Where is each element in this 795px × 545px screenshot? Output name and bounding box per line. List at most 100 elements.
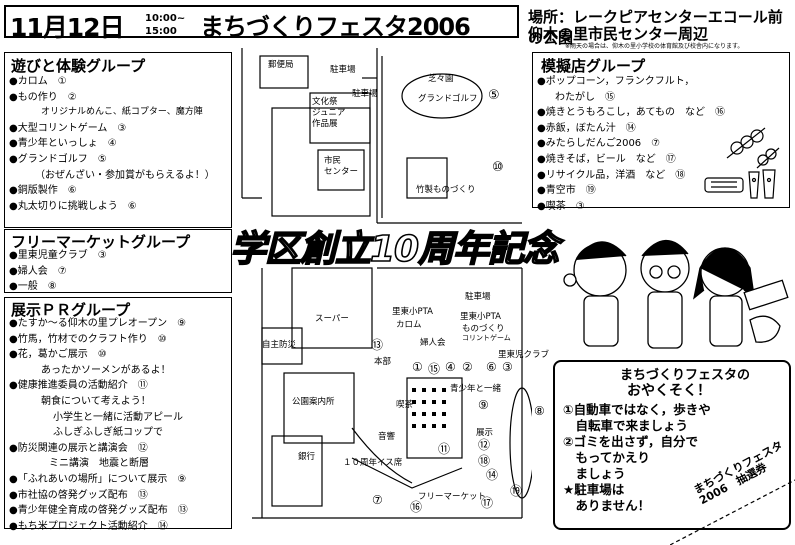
- list-item: ●青少年といっしょ ④: [9, 138, 117, 150]
- play-group-list: ●カロム ① ●もの作り ② オリジナルめんこ、紙コプター、魔方陣 ●大型コリン…: [9, 74, 215, 214]
- map-num-1: ①: [412, 360, 423, 374]
- map-bunkasai-1: 文化祭: [312, 97, 338, 107]
- notice-line: ましょう: [563, 466, 626, 481]
- map-fujinkai: 婦人会: [420, 338, 446, 348]
- list-item: ●里東児童クラブ ③: [9, 250, 107, 261]
- notice-title-1: まちづくりフェスタの: [620, 368, 751, 383]
- kids-illustration: [563, 239, 789, 349]
- rain-note: ※雨天の場合は、仰木の里小学校の体育館及び校舎内になります。: [565, 43, 744, 50]
- notice-line: 自転車で来ましょう: [563, 418, 689, 433]
- food-illustration: [704, 127, 780, 199]
- list-item: ●市社協の啓発グッズ配布 ⑬: [9, 489, 148, 501]
- map-num-8: ⑧: [534, 404, 545, 418]
- event-date: 11月12日: [10, 13, 125, 42]
- header-box: [4, 5, 519, 38]
- map-shimin-center: 市民 センター: [324, 156, 358, 178]
- list-item: ●たすか～る仰木の里プレオープン ⑨: [9, 318, 187, 329]
- flea-group-title: フリーマーケットグループ: [11, 233, 191, 251]
- map-num-13: ⑬: [371, 338, 384, 352]
- stall-group-title: 模擬店グループ: [541, 57, 646, 75]
- map-pta2-korin: コリントゲーム: [462, 334, 511, 342]
- play-group-title: 遊びと体験グループ: [11, 57, 146, 75]
- list-item: ●カロム ①: [9, 76, 67, 87]
- stall-group-box: 模擬店グループ ●ポップコーン，フランクフルト， わたがし ⑮ ●焼きとうもろこ…: [532, 52, 790, 212]
- venue-line-1: 場所：レークピアセンターエコール前の公園: [528, 8, 783, 47]
- list-item: ●グランドゴルフ ⑤: [9, 153, 107, 165]
- map-bank: 銀行: [298, 452, 316, 462]
- list-item: ●もの作り ②: [9, 91, 77, 103]
- map-parking-lower: 駐車場: [465, 292, 491, 302]
- event-time: 10:00~ 15:00: [145, 12, 185, 38]
- map-monozukuri: 竹製ものづくり: [416, 185, 476, 195]
- list-item: ●防災関連の展示と講演会 ⑫: [9, 442, 148, 454]
- time-end: 15:00: [145, 26, 177, 37]
- map-parking-top: 駐車場: [330, 65, 356, 75]
- map-honbu: 本部: [374, 357, 392, 367]
- list-item: ●ポップコーン，フランクフルト，: [537, 76, 695, 87]
- exhibit-group-list: ●たすか～る仰木の里プレオープン ⑨ ●竹馬，竹材でのクラフト作り ⑩ ●花，葛…: [9, 316, 188, 534]
- map-num-17: ⑰: [481, 496, 494, 510]
- notice-line: ②ゴミを出さず，自分で: [563, 434, 698, 449]
- list-item: ミニ講演 地震と断層: [49, 458, 149, 470]
- map-num-15: ⑮: [428, 362, 441, 376]
- map-bunkasai: 文化祭 ジュニア 作品展: [312, 97, 345, 130]
- map-num-12: ⑫: [478, 438, 491, 452]
- list-item: ●リサイクル品，洋酒 など ⑱: [537, 169, 686, 181]
- list-item: ●一般 ⑧: [9, 281, 57, 293]
- stall-group-list: ●ポップコーン，フランクフルト， わたがし ⑮ ●焼きとうもろこし，あてもの な…: [537, 74, 725, 214]
- map-shokudo: 喫茶: [396, 400, 414, 410]
- play-group-box: 遊びと体験グループ ●カロム ① ●もの作り ② オリジナルめんこ、紙コプター、…: [4, 52, 232, 228]
- map-tenji: 展示: [476, 428, 494, 438]
- rules-notice: まちづくりフェスタの おやくそく！ ①自動車ではなく，歩きや 自転車で来ましょう…: [553, 360, 791, 530]
- map-shimin-1: 市民: [324, 156, 342, 166]
- map-num-7: ⑦: [372, 493, 383, 507]
- list-item: ●「ふれあいの場所」について展示 ⑨: [9, 473, 187, 485]
- ticket-corner: [670, 479, 795, 545]
- map-num-18: ⑱: [478, 454, 491, 468]
- map-pta2-mono: ものづくり: [462, 324, 505, 334]
- notice-line: ありません！: [563, 498, 651, 513]
- list-item: ●もち米プロジェクト活動紹介 ⑭: [9, 520, 168, 532]
- map-num-11: ⑪: [438, 442, 451, 456]
- list-item: ●焼きそば，ビール など ⑰: [537, 153, 676, 165]
- exhibit-group-box: 展示ＰＲグループ ●たすか～る仰木の里プレオープン ⑨ ●竹馬，竹材でのクラフト…: [4, 297, 232, 532]
- list-item: ●大型コリントゲーム ③: [9, 122, 127, 134]
- venue-map: [241, 48, 532, 519]
- map-bunkasai-3: 作品展: [312, 119, 338, 129]
- list-item: わたがし ⑮: [555, 91, 615, 103]
- list-item: あったかソーメンがあるよ！: [41, 364, 171, 376]
- map-pta1: 里東小PTA: [392, 307, 433, 317]
- notice-body: ①自動車ではなく，歩きや 自転車で来ましょう ②ゴミを出さず，自分で もってかえ…: [563, 402, 711, 514]
- map-ongaku: 音響: [378, 432, 396, 442]
- list-item: ●竹馬，竹材でのクラフト作り ⑩: [9, 333, 167, 345]
- list-item: ●健康推進委員の活動紹介 ⑪: [9, 380, 148, 392]
- exhibit-group-title: 展示ＰＲグループ: [11, 301, 131, 319]
- map-num-2: ②: [462, 360, 473, 374]
- map-super: スーパー: [315, 314, 349, 324]
- notice-line: もってかえり: [563, 450, 650, 465]
- list-item: 朝食について考えよう！: [41, 395, 151, 407]
- event-title: まちづくりフェスタ2006: [200, 13, 471, 41]
- list-item: ●花，葛かご展示 ⑩: [9, 349, 107, 361]
- map-num-16: ⑯: [410, 500, 423, 514]
- notice-title-2: おやくそく！: [627, 383, 711, 399]
- list-item: ●丸太切りに挑戦しよう ⑥: [9, 200, 137, 212]
- list-item: ●青空市 ⑲: [537, 185, 596, 197]
- list-item: ●銅版製作 ⑥: [9, 185, 77, 197]
- list-item: ●みたらしだんご2006 ⑦: [537, 138, 661, 150]
- map-num-6: ⑥: [486, 360, 497, 374]
- flea-group-box: フリーマーケットグループ ●里東児童クラブ ③ ●婦人会 ⑦ ●一般 ⑧: [4, 229, 232, 293]
- list-item: ●青少年健全育成の啓発グッズ配布 ⑬: [9, 505, 188, 517]
- map-post-office: 郵便局: [268, 60, 294, 70]
- list-item: 小学生と一緒に活動アピール: [53, 411, 183, 423]
- venue-line-2: 仰木の里市民センター周辺: [528, 25, 709, 43]
- map-parking-mid: 駐車場: [352, 89, 378, 99]
- map-koen: 公園案内所: [292, 397, 335, 407]
- map-isu: １０周年イス席: [343, 458, 403, 468]
- list-item: ●赤飯，ぼたん汁 ⑭: [537, 122, 636, 134]
- map-jidou: 里東児クラブ: [498, 350, 550, 360]
- list-item: ふしぎふしぎ紙コップで: [53, 427, 163, 439]
- notice-line: ①自動車ではなく，歩きや: [563, 402, 711, 417]
- list-item: ●婦人会 ⑦: [9, 265, 67, 277]
- list-item: オリジナルめんこ、紙コプター、魔方陣: [41, 107, 203, 118]
